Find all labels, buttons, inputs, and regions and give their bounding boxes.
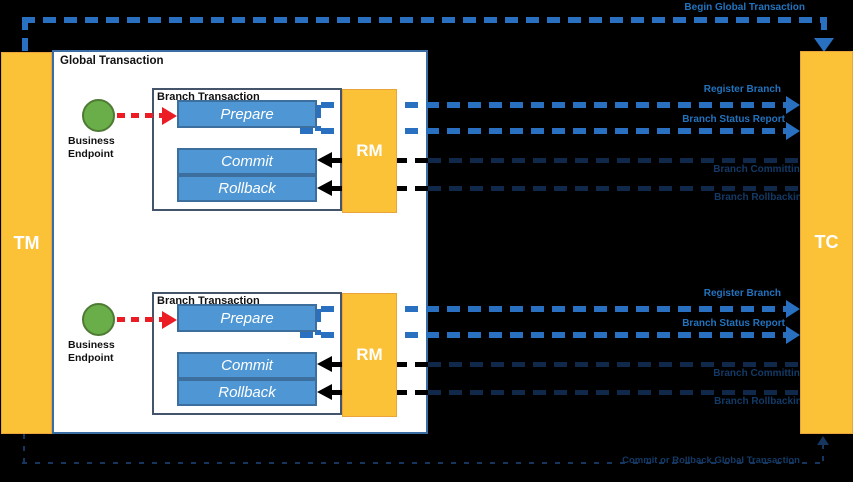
tm-box: TM <box>1 52 52 434</box>
branch-transaction-section-1: Branch Transaction Register Branch Branc… <box>0 84 853 218</box>
rm-box: RM <box>342 89 397 213</box>
business-endpoint-circle <box>82 303 115 336</box>
commit-label: Commit <box>221 153 273 170</box>
arrowhead-left-icon <box>317 152 332 168</box>
prepare-connector <box>315 105 321 131</box>
arrowhead-right-icon <box>786 96 800 114</box>
rm-label: RM <box>356 345 383 364</box>
arrowhead-right-icon <box>786 300 800 318</box>
branch-transaction-title: Branch Transaction <box>157 91 260 103</box>
prepare-box: Prepare <box>177 304 317 332</box>
arrowhead-left-icon <box>317 356 332 372</box>
branch-status-report-arrow <box>300 128 786 134</box>
commit-label: Commit <box>221 357 273 374</box>
arrowhead-right-icon <box>162 107 177 125</box>
business-endpoint-label-line1: Business <box>68 339 115 351</box>
commit-or-rollback-arrow-segment <box>23 434 25 464</box>
branch-committing-label: Branch Committing <box>713 368 806 379</box>
register-branch-arrow <box>300 306 786 312</box>
business-endpoint-circle <box>82 99 115 132</box>
commit-box: Commit <box>177 148 317 175</box>
branch-rollbacking-label: Branch Rollbacking <box>714 192 808 203</box>
branch-rollbacking-label: Branch Rollbacking <box>714 396 808 407</box>
register-branch-arrow <box>300 102 786 108</box>
branch-committing-label: Branch Committing <box>713 164 806 175</box>
prepare-label: Prepare <box>220 105 274 123</box>
begin-global-transaction-arrow-segment <box>821 17 827 41</box>
branch-status-report-label: Branch Status Report <box>682 318 785 329</box>
invoke-arrow <box>117 317 163 322</box>
tc-box: TC <box>800 51 853 434</box>
arrowhead-up-icon <box>817 436 829 445</box>
branch-status-report-label: Branch Status Report <box>682 114 785 125</box>
branch-committing-arrow-faint <box>428 362 800 367</box>
prepare-label: Prepare <box>220 309 274 327</box>
branch-status-report-arrow <box>300 332 786 338</box>
business-endpoint-label-line2: Endpoint <box>68 148 114 160</box>
rm-box: RM <box>342 293 397 417</box>
business-endpoint-label-line1: Business <box>68 135 115 147</box>
arrowhead-right-icon <box>162 311 177 329</box>
rollback-label: Rollback <box>218 384 276 401</box>
arrowhead-left-icon <box>317 384 332 400</box>
arrowhead-left-icon <box>317 180 332 196</box>
branch-rollbacking-arrow-faint <box>428 186 800 191</box>
tm-label: TM <box>13 232 40 253</box>
business-endpoint-label: Business Endpoint <box>68 135 138 161</box>
branch-transaction-section-2: Branch Transaction Register Branch Branc… <box>0 288 853 422</box>
rollback-box: Rollback <box>177 379 317 406</box>
tc-label: TC <box>814 232 839 252</box>
prepare-box: Prepare <box>177 100 317 128</box>
arrowhead-right-icon <box>786 326 800 344</box>
commit-or-rollback-label: Commit or Rollback Global Transaction <box>622 455 800 466</box>
rollback-box: Rollback <box>177 175 317 202</box>
commit-or-rollback-arrow-segment <box>822 444 824 462</box>
register-branch-label: Register Branch <box>703 288 781 299</box>
commit-or-rollback-arrow <box>22 462 822 464</box>
branch-committing-arrow-faint <box>428 158 800 163</box>
begin-global-transaction-label: Begin Global Transaction <box>684 2 805 13</box>
rollback-label: Rollback <box>218 180 276 197</box>
branch-rollbacking-arrow-faint <box>428 390 800 395</box>
branch-transaction-title: Branch Transaction <box>157 295 260 307</box>
prepare-connector <box>315 309 321 335</box>
begin-global-transaction-arrow <box>22 17 824 23</box>
commit-box: Commit <box>177 352 317 379</box>
business-endpoint-label: Business Endpoint <box>68 339 138 365</box>
arrowhead-down-icon <box>814 38 834 52</box>
rm-label: RM <box>356 141 383 160</box>
arrowhead-right-icon <box>786 122 800 140</box>
begin-global-transaction-arrow-segment <box>22 17 28 53</box>
register-branch-label: Register Branch <box>703 84 781 95</box>
business-endpoint-label-line2: Endpoint <box>68 352 114 364</box>
global-transaction-title: Global Transaction <box>60 55 164 67</box>
invoke-arrow <box>117 113 163 118</box>
